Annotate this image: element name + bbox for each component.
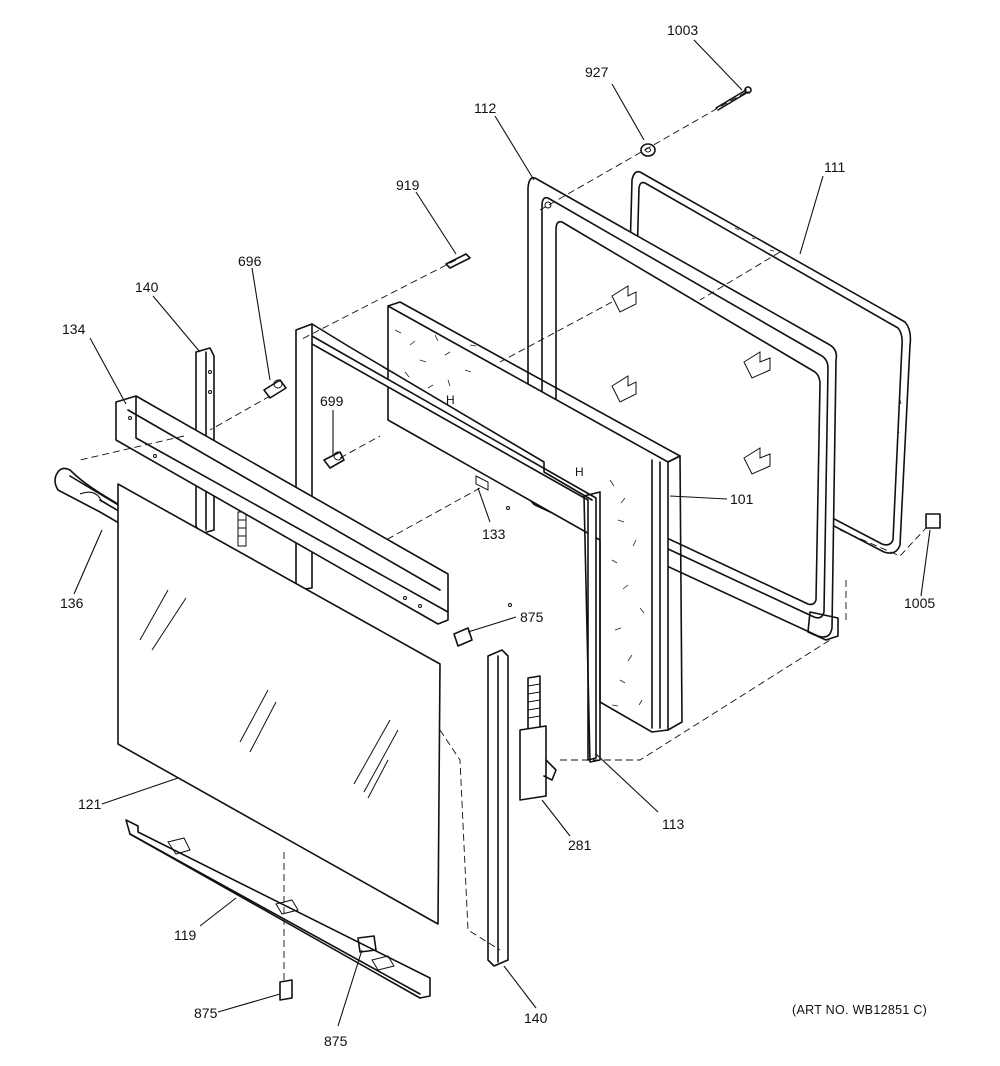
svg-text:H: H — [446, 393, 455, 407]
part-labels: 1003 927 112 111 919 696 140 134 699 101… — [60, 22, 935, 1049]
label-140-top: 140 — [135, 279, 159, 295]
alignment-lines — [79, 91, 927, 982]
leader-lines — [73, 39, 931, 1027]
label-113: 113 — [662, 816, 685, 832]
label-281: 281 — [568, 837, 592, 853]
label-112: 112 — [474, 100, 497, 116]
part-134-vent-trim — [115, 395, 449, 625]
label-699: 699 — [320, 393, 344, 409]
label-696: 696 — [238, 253, 262, 269]
part-112-inner-door-liner — [527, 176, 839, 641]
label-119: 119 — [174, 927, 197, 943]
part-121-outer-glass — [117, 483, 441, 925]
label-121: 121 — [78, 796, 102, 812]
label-875-bottom-left: 875 — [194, 1005, 218, 1021]
art-number: (ART NO. WB12851 C) — [792, 1003, 927, 1017]
part-119-bottom-trim — [125, 819, 431, 999]
label-140-bottom: 140 — [524, 1010, 548, 1026]
label-1003: 1003 — [667, 22, 698, 38]
label-133: 133 — [482, 526, 506, 542]
label-875-mid: 875 — [520, 609, 544, 625]
part-111-door-gasket — [624, 170, 912, 554]
svg-text:H: H — [575, 465, 584, 479]
label-927: 927 — [585, 64, 609, 80]
label-134: 134 — [62, 321, 86, 337]
label-919: 919 — [396, 177, 420, 193]
part-281-hinge — [519, 675, 557, 801]
label-101: 101 — [730, 491, 754, 507]
part-140-bottom-channel — [487, 649, 509, 967]
label-1005: 1005 — [904, 595, 935, 611]
part-101-insulation: H H — [387, 301, 683, 733]
label-136: 136 — [60, 595, 84, 611]
label-875-bottom-mid: 875 — [324, 1033, 348, 1049]
label-111: 111 — [824, 159, 845, 175]
screws — [263, 86, 941, 1001]
